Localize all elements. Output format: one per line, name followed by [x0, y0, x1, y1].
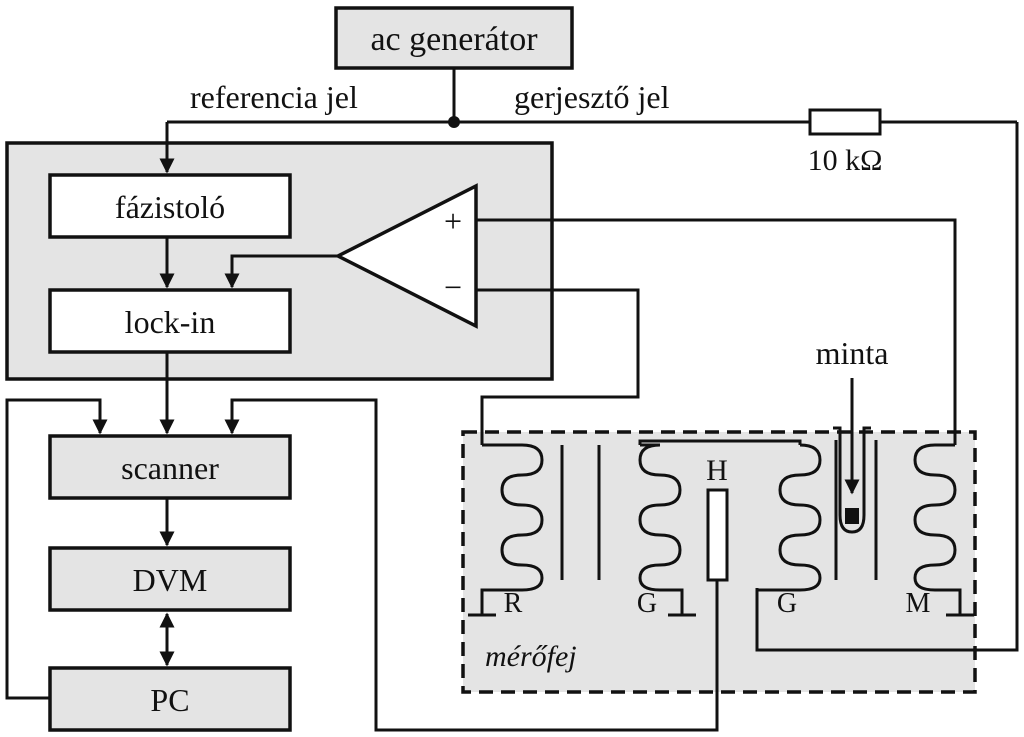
resistor-symbol [808, 108, 882, 136]
excitation-signal-label: gerjesztő jel [514, 79, 670, 115]
dvm-label: DVM [133, 562, 208, 598]
phase-shifter-label: fázistoló [115, 189, 225, 225]
reference-signal-label: referencia jel [190, 79, 358, 115]
lock-in-label: lock-in [125, 304, 216, 340]
probe-internals [468, 378, 974, 617]
heater-label: H [706, 454, 728, 487]
resistor-label: 10 kΩ [808, 144, 883, 177]
coil-r-label: R [504, 588, 523, 619]
coil-m-label: M [906, 588, 931, 619]
ac-generator-label: ac generátor [370, 21, 538, 58]
sample-label: minta [816, 335, 889, 371]
pc-label: PC [150, 682, 189, 718]
amp-minus-label: − [444, 269, 462, 305]
scanner-box [48, 434, 292, 500]
phase-shifter-box [48, 173, 292, 239]
scanner-label: scanner [121, 450, 219, 486]
differential-amplifier [334, 183, 478, 329]
generator-wires [159, 68, 1019, 652]
coil-g-right-label: G [777, 588, 797, 619]
probe-head-label: mérőfej [485, 640, 577, 673]
lock-in-box [48, 288, 292, 354]
dvm-box [48, 546, 292, 612]
coil-g-left-label: G [637, 588, 657, 619]
amp-plus-label: + [444, 203, 462, 239]
pc-box [48, 666, 292, 732]
